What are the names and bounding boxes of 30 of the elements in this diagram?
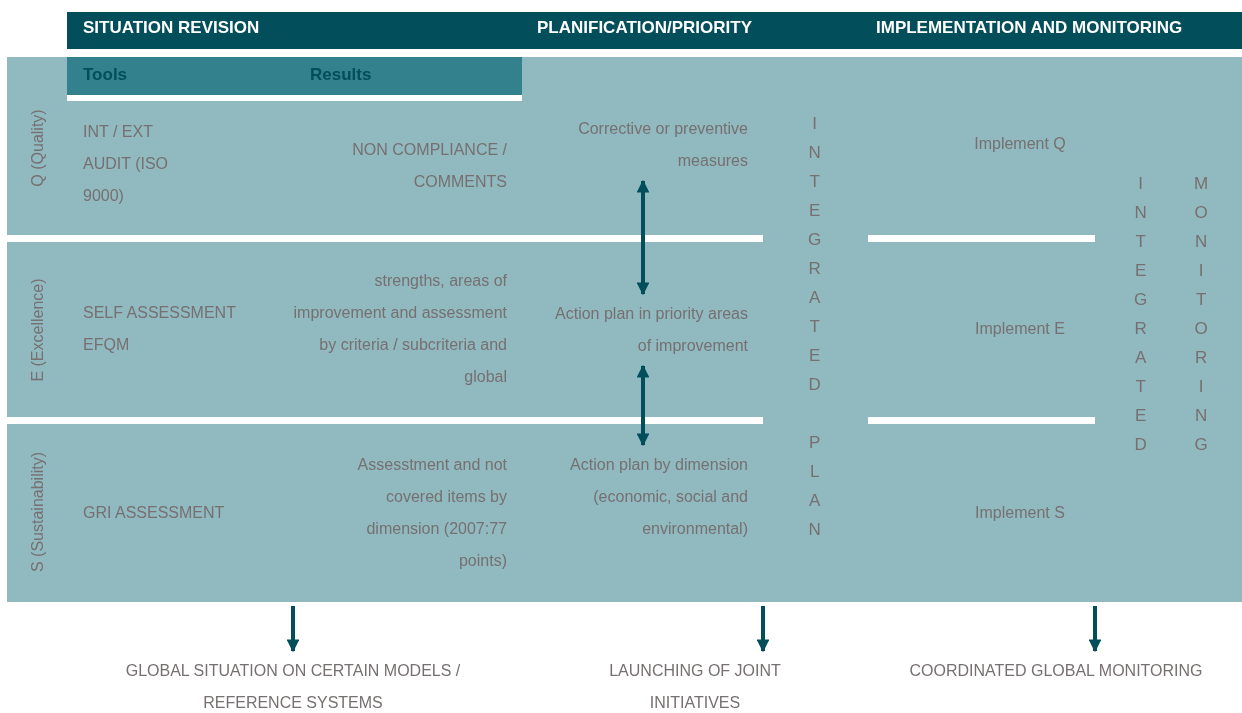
outcome-text: COORDINATED GLOBAL MONITORING [870, 655, 1242, 687]
cell-text: Assesstment and not covered items by dimension (2007:77 points) [356, 455, 507, 571]
vertical-label: INTEGRATED [1134, 173, 1148, 456]
cell-text: GRI ASSESSMENT [83, 503, 226, 523]
column-heading: SITUATION REVISION [83, 17, 260, 39]
plan-text: Action plan by dimension (economic, social and environmental) [558, 449, 748, 545]
outcome-text: LAUNCHING OF JOINT INITIATIVES [580, 655, 810, 713]
double-arrow [636, 179, 650, 296]
plan-text: Corrective or preventive measures [568, 113, 748, 177]
cell-text: Implement E [974, 319, 1066, 339]
column-heading: PLANIFICATION/PRIORITY [537, 17, 752, 39]
arrow [1088, 606, 1102, 653]
row-label: S (Sustainability) [28, 451, 47, 575]
arrow [286, 606, 300, 653]
row-label: Q (Quality) [28, 108, 47, 189]
outcome-text: GLOBAL SITUATION ON CERTAIN MODELS / REFERENCE SYSTEMS [78, 655, 508, 713]
vertical-label: INTEGRATED PLAN [808, 113, 822, 541]
cell-text: Implement S [974, 503, 1066, 523]
cell-text: SELF ASSESSMENT EFQM [83, 303, 237, 355]
cell-text: NON COMPLIANCE / COMMENTS [351, 140, 507, 192]
arrow [756, 606, 770, 653]
cell-text: INT / EXT AUDIT (ISO 9000) [83, 122, 170, 206]
plan-text: Action plan in priority areas of improvement [538, 298, 748, 362]
row-label: E (Excellence) [28, 277, 47, 384]
cell-text: Implement Q [973, 134, 1067, 154]
matrix-panel [7, 57, 1242, 602]
column-heading: IMPLEMENTATION AND MONITORING [876, 17, 1183, 39]
double-arrow [636, 364, 650, 447]
cell-text: strengths, areas of improvement and assessment by criteria / subcriteria and global [292, 271, 507, 387]
vertical-label: MONITORING [1194, 173, 1209, 456]
